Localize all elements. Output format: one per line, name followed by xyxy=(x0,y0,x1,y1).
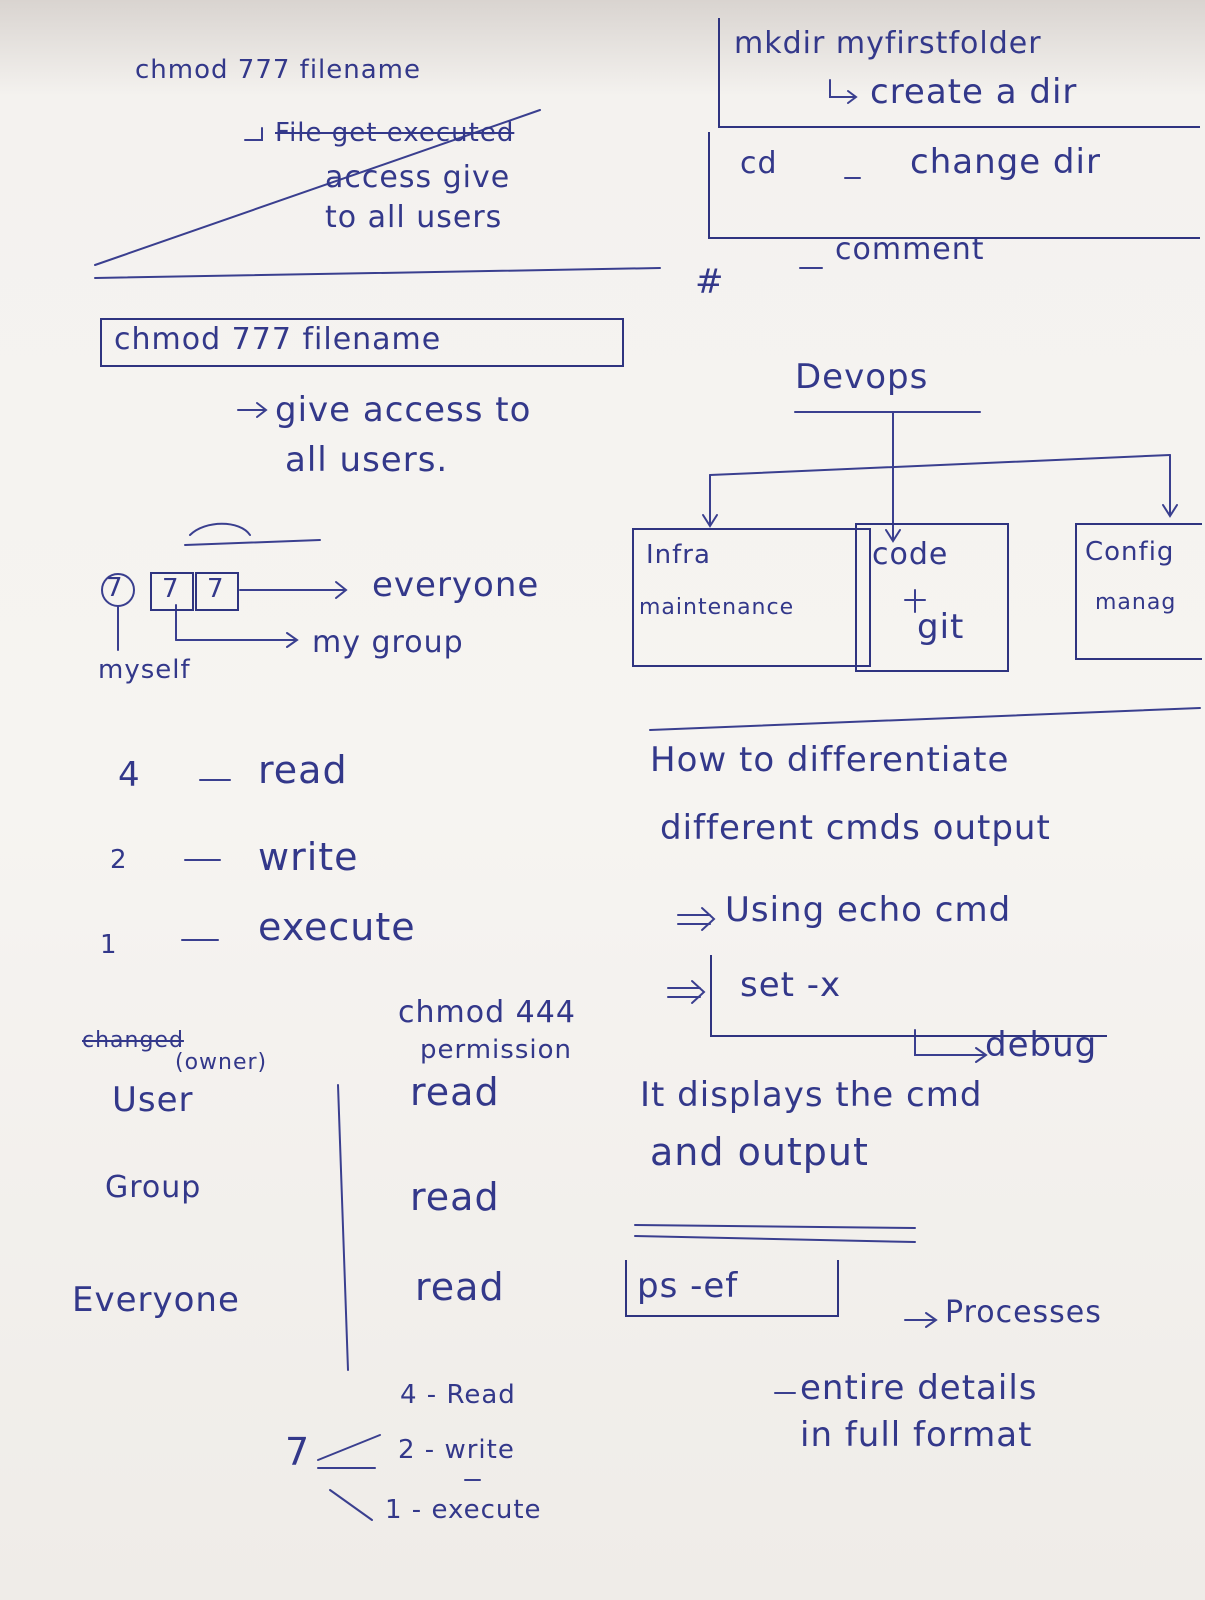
diff-question-2: different cmds output xyxy=(660,808,1051,848)
diff-question-1: How to differentiate xyxy=(650,740,1010,780)
scribble xyxy=(184,522,321,546)
value-perm-read: read xyxy=(258,748,348,792)
diagonal-stroke xyxy=(94,109,541,266)
role-group-perm: read xyxy=(410,1175,500,1219)
comment-symbol: # xyxy=(695,262,725,302)
code-box: code git xyxy=(855,523,1009,672)
struck-changed: changed xyxy=(82,1028,184,1053)
infra-line-2: maintenance xyxy=(639,595,795,620)
give-access-line-1: give access to xyxy=(275,390,532,430)
divider-ps-1 xyxy=(634,1224,916,1229)
give-access-line-2: all users. xyxy=(285,440,449,480)
diff-answer-debug: debug xyxy=(985,1025,1098,1065)
struck-text: File get executed xyxy=(275,118,515,148)
seven-num: 7 xyxy=(285,1430,311,1474)
code-line-2: git xyxy=(917,607,965,647)
value-num-1: 1 xyxy=(100,930,118,960)
myself-label: myself xyxy=(98,655,191,685)
digit-group-box: 7 xyxy=(150,572,194,611)
diff-answer-setx: set -x xyxy=(740,965,842,1005)
role-group: Group xyxy=(105,1170,202,1205)
infra-line-1: Infra xyxy=(646,540,711,570)
mkdir-cmd: mkdir myfirstfolder xyxy=(734,26,1042,61)
diff-answer-output: and output xyxy=(650,1130,869,1174)
owner-note: (owner) xyxy=(175,1050,268,1075)
seven-write: 2 - write xyxy=(398,1435,515,1465)
chmod-444-cmd: chmod 444 xyxy=(398,995,576,1030)
cd-cmd: cd xyxy=(740,146,778,181)
digit-group: 7 xyxy=(162,574,180,604)
section-divider-left xyxy=(94,267,661,279)
chmod-note-cmd: chmod 777 filename xyxy=(135,55,421,85)
everyone-label: everyone xyxy=(372,565,540,605)
boxed-chmod-text: chmod 777 filename xyxy=(114,322,442,357)
section-divider-right xyxy=(649,707,1201,731)
mkdir-box: mkdir myfirstfolder create a dir xyxy=(718,18,1200,128)
access-line-1: access give xyxy=(325,160,511,195)
value-perm-write: write xyxy=(258,835,359,879)
ps-desc: Processes xyxy=(945,1295,1102,1330)
diff-answer-echo: Using echo cmd xyxy=(725,890,1012,930)
mkdir-desc: create a dir xyxy=(870,72,1078,112)
divider-ps-2 xyxy=(634,1235,916,1243)
config-line-1: Config xyxy=(1085,537,1175,567)
value-num-2: 2 xyxy=(110,845,128,875)
cd-desc: change dir xyxy=(910,142,1101,182)
value-num-4: 4 xyxy=(118,755,141,795)
config-line-2: manag xyxy=(1095,590,1177,615)
access-line-2: to all users xyxy=(325,200,503,235)
digit-everyone: 7 xyxy=(207,574,225,604)
group-label: my group xyxy=(312,625,464,660)
chmod-444-label: permission xyxy=(420,1035,572,1065)
set-x-box: set -x xyxy=(710,955,1107,1037)
ps-detail-1: entire details xyxy=(800,1368,1038,1408)
seven-read: 4 - Read xyxy=(400,1380,516,1410)
ps-detail-2: in full format xyxy=(800,1415,1033,1455)
seven-execute: 1 - execute xyxy=(385,1495,542,1525)
roles-separator xyxy=(337,1084,349,1371)
role-user-perm: read xyxy=(410,1070,500,1114)
digit-myself: 7 xyxy=(106,573,124,603)
role-everyone-perm: read xyxy=(415,1265,505,1309)
code-line-1: code xyxy=(872,537,949,572)
ps-cmd: ps -ef xyxy=(637,1266,739,1306)
devops-branch-bar xyxy=(709,454,1171,476)
role-user: User xyxy=(112,1080,194,1120)
config-box: Config manag xyxy=(1075,523,1202,660)
boxed-chmod: chmod 777 filename xyxy=(100,318,624,367)
ps-box: ps -ef xyxy=(625,1260,839,1317)
diff-answer-displays: It displays the cmd xyxy=(640,1075,983,1115)
value-perm-execute: execute xyxy=(258,905,416,949)
arrow-indent xyxy=(244,127,263,141)
infra-box: Infra maintenance xyxy=(632,528,871,667)
devops-title: Devops xyxy=(795,357,929,397)
comment-desc: comment xyxy=(835,232,985,267)
digit-everyone-box: 7 xyxy=(195,572,239,611)
role-everyone: Everyone xyxy=(72,1280,240,1320)
cd-box: cd change dir xyxy=(708,132,1200,239)
